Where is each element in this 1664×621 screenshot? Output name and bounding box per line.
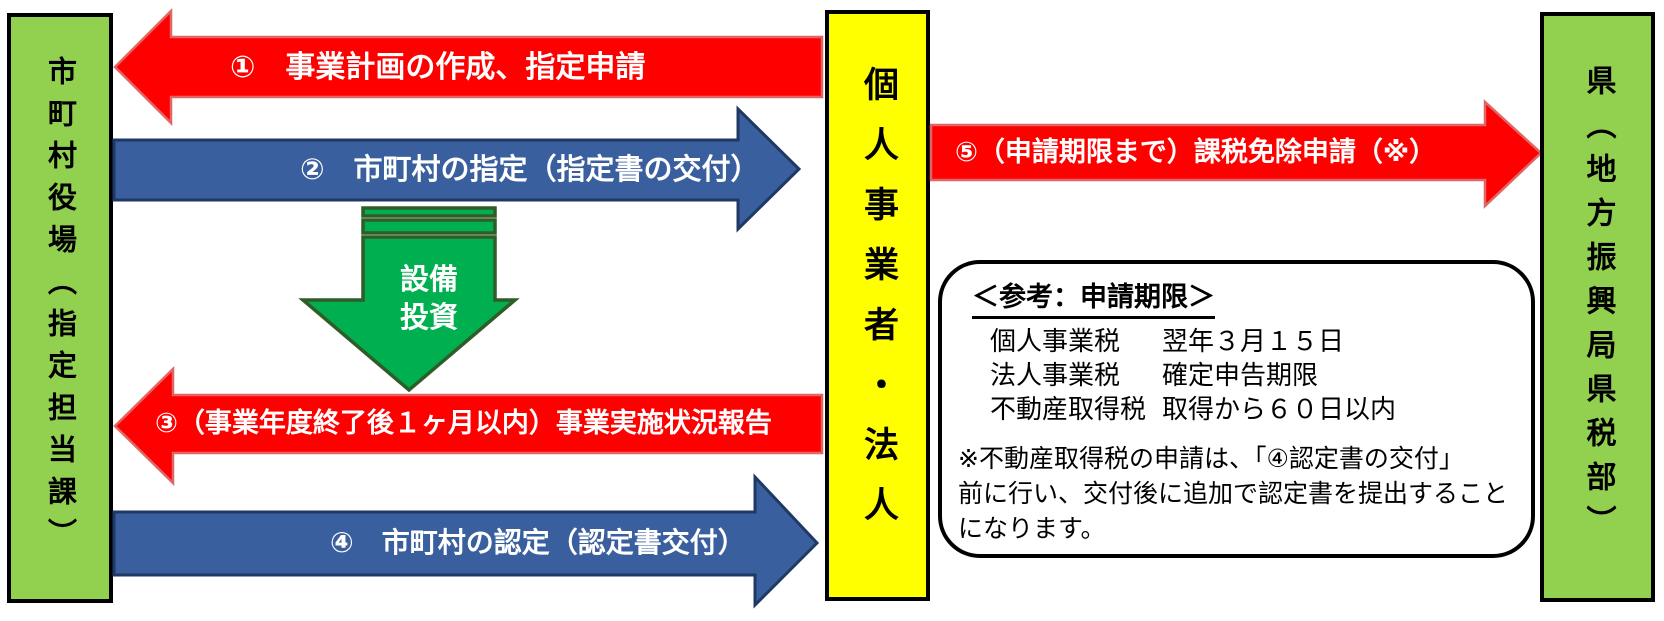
step3-label: ③（事業年度終了後１ヶ月以内）事業実施状況報告 bbox=[155, 408, 772, 440]
step4-arrow-shape bbox=[112, 473, 820, 609]
step5-arrow-shape bbox=[929, 99, 1543, 209]
deadline-row: 不動産取得税 取得から６０日以内 bbox=[990, 393, 1531, 427]
capital-investment-arrow: 設備 投資 bbox=[298, 205, 520, 393]
reference-note-title: ＜参考：申請期限＞ bbox=[972, 282, 1215, 320]
tax-deadline: 取得から６０日以内 bbox=[1162, 395, 1397, 426]
capital-investment-line1: 設備 bbox=[399, 262, 458, 297]
remark-line: になります。 bbox=[958, 514, 1106, 544]
deadline-table: 個人事業税 翌年３月１５日 法人事業税 確定申告期限 不動産取得税 取得から６０… bbox=[990, 325, 1531, 427]
investment-down-arrow-polygon bbox=[298, 235, 520, 393]
step4-label: ④ 市町村の認定（認定書交付） bbox=[330, 526, 746, 560]
prefecture-box: 県（地方振興局県税部） bbox=[1540, 12, 1655, 602]
tax-deadline: 翌年３月１５日 bbox=[1162, 327, 1345, 358]
reference-note-remark: ※不動産取得税の申請は、「④認定書の交付」 前に行い、交付後に追加で認定書を提出… bbox=[958, 441, 1515, 546]
step3-arrow-polygon bbox=[113, 366, 824, 486]
business-operator-box: 個人事業者・法人 bbox=[825, 10, 930, 601]
step4-arrow-polygon bbox=[112, 473, 820, 609]
reference-note-box: ＜参考：申請期限＞ 個人事業税 翌年３月１５日 法人事業税 確定申告期限 不動産… bbox=[938, 260, 1535, 558]
step1-arrow-shape bbox=[113, 7, 824, 127]
step1-arrow: ① 事業計画の作成、指定申請 bbox=[113, 7, 825, 127]
step5-arrow-polygon bbox=[929, 99, 1543, 209]
step3-arrow-shape bbox=[113, 366, 824, 486]
step4-arrow: ④ 市町村の認定（認定書交付） bbox=[112, 473, 820, 609]
remark-line: 前に行い、交付後に追加で認定書を提出すること bbox=[958, 479, 1509, 509]
capital-investment-line2: 投資 bbox=[399, 300, 458, 334]
step2-arrow-shape bbox=[112, 105, 802, 233]
prefecture-label: 県（地方振興局県税部） bbox=[1580, 65, 1616, 549]
investment-stripe-1 bbox=[361, 206, 497, 218]
step2-arrow-polygon bbox=[112, 105, 802, 233]
tax-name: 個人事業税 bbox=[990, 327, 1121, 358]
step1-label: ① 事業計画の作成、指定申請 bbox=[230, 49, 646, 85]
step2-arrow: ② 市町村の指定（指定書の交付） bbox=[112, 105, 802, 233]
tax-name: 不動産取得税 bbox=[990, 395, 1147, 426]
step2-label: ② 市町村の指定（指定書の交付） bbox=[300, 152, 760, 187]
step3-arrow: ③（事業年度終了後１ヶ月以内）事業実施状況報告 bbox=[113, 366, 825, 486]
investment-stripe-2 bbox=[361, 218, 497, 235]
step5-arrow: ⑤（申請期限まで）課税免除申請（※） bbox=[929, 98, 1544, 210]
remark-line: ※不動産取得税の申請は、「④認定書の交付」 bbox=[958, 444, 1464, 474]
tax-deadline: 確定申告期限 bbox=[1162, 361, 1319, 392]
capital-investment-shape bbox=[298, 206, 520, 393]
business-operator-label: 個人事業者・法人 bbox=[858, 65, 898, 546]
deadline-row: 個人事業税 翌年３月１５日 bbox=[990, 325, 1531, 359]
tax-name: 法人事業税 bbox=[990, 361, 1121, 392]
capital-investment-label: 設備 投資 bbox=[363, 253, 495, 345]
step1-arrow-polygon bbox=[113, 7, 824, 127]
municipal-office-label: 市町村役場（指定担当課） bbox=[43, 56, 78, 560]
step5-label: ⑤（申請期限まで）課税免除申請（※） bbox=[955, 136, 1437, 168]
deadline-row: 法人事業税 確定申告期限 bbox=[990, 359, 1531, 393]
municipal-office-box: 市町村役場（指定担当課） bbox=[7, 13, 113, 603]
